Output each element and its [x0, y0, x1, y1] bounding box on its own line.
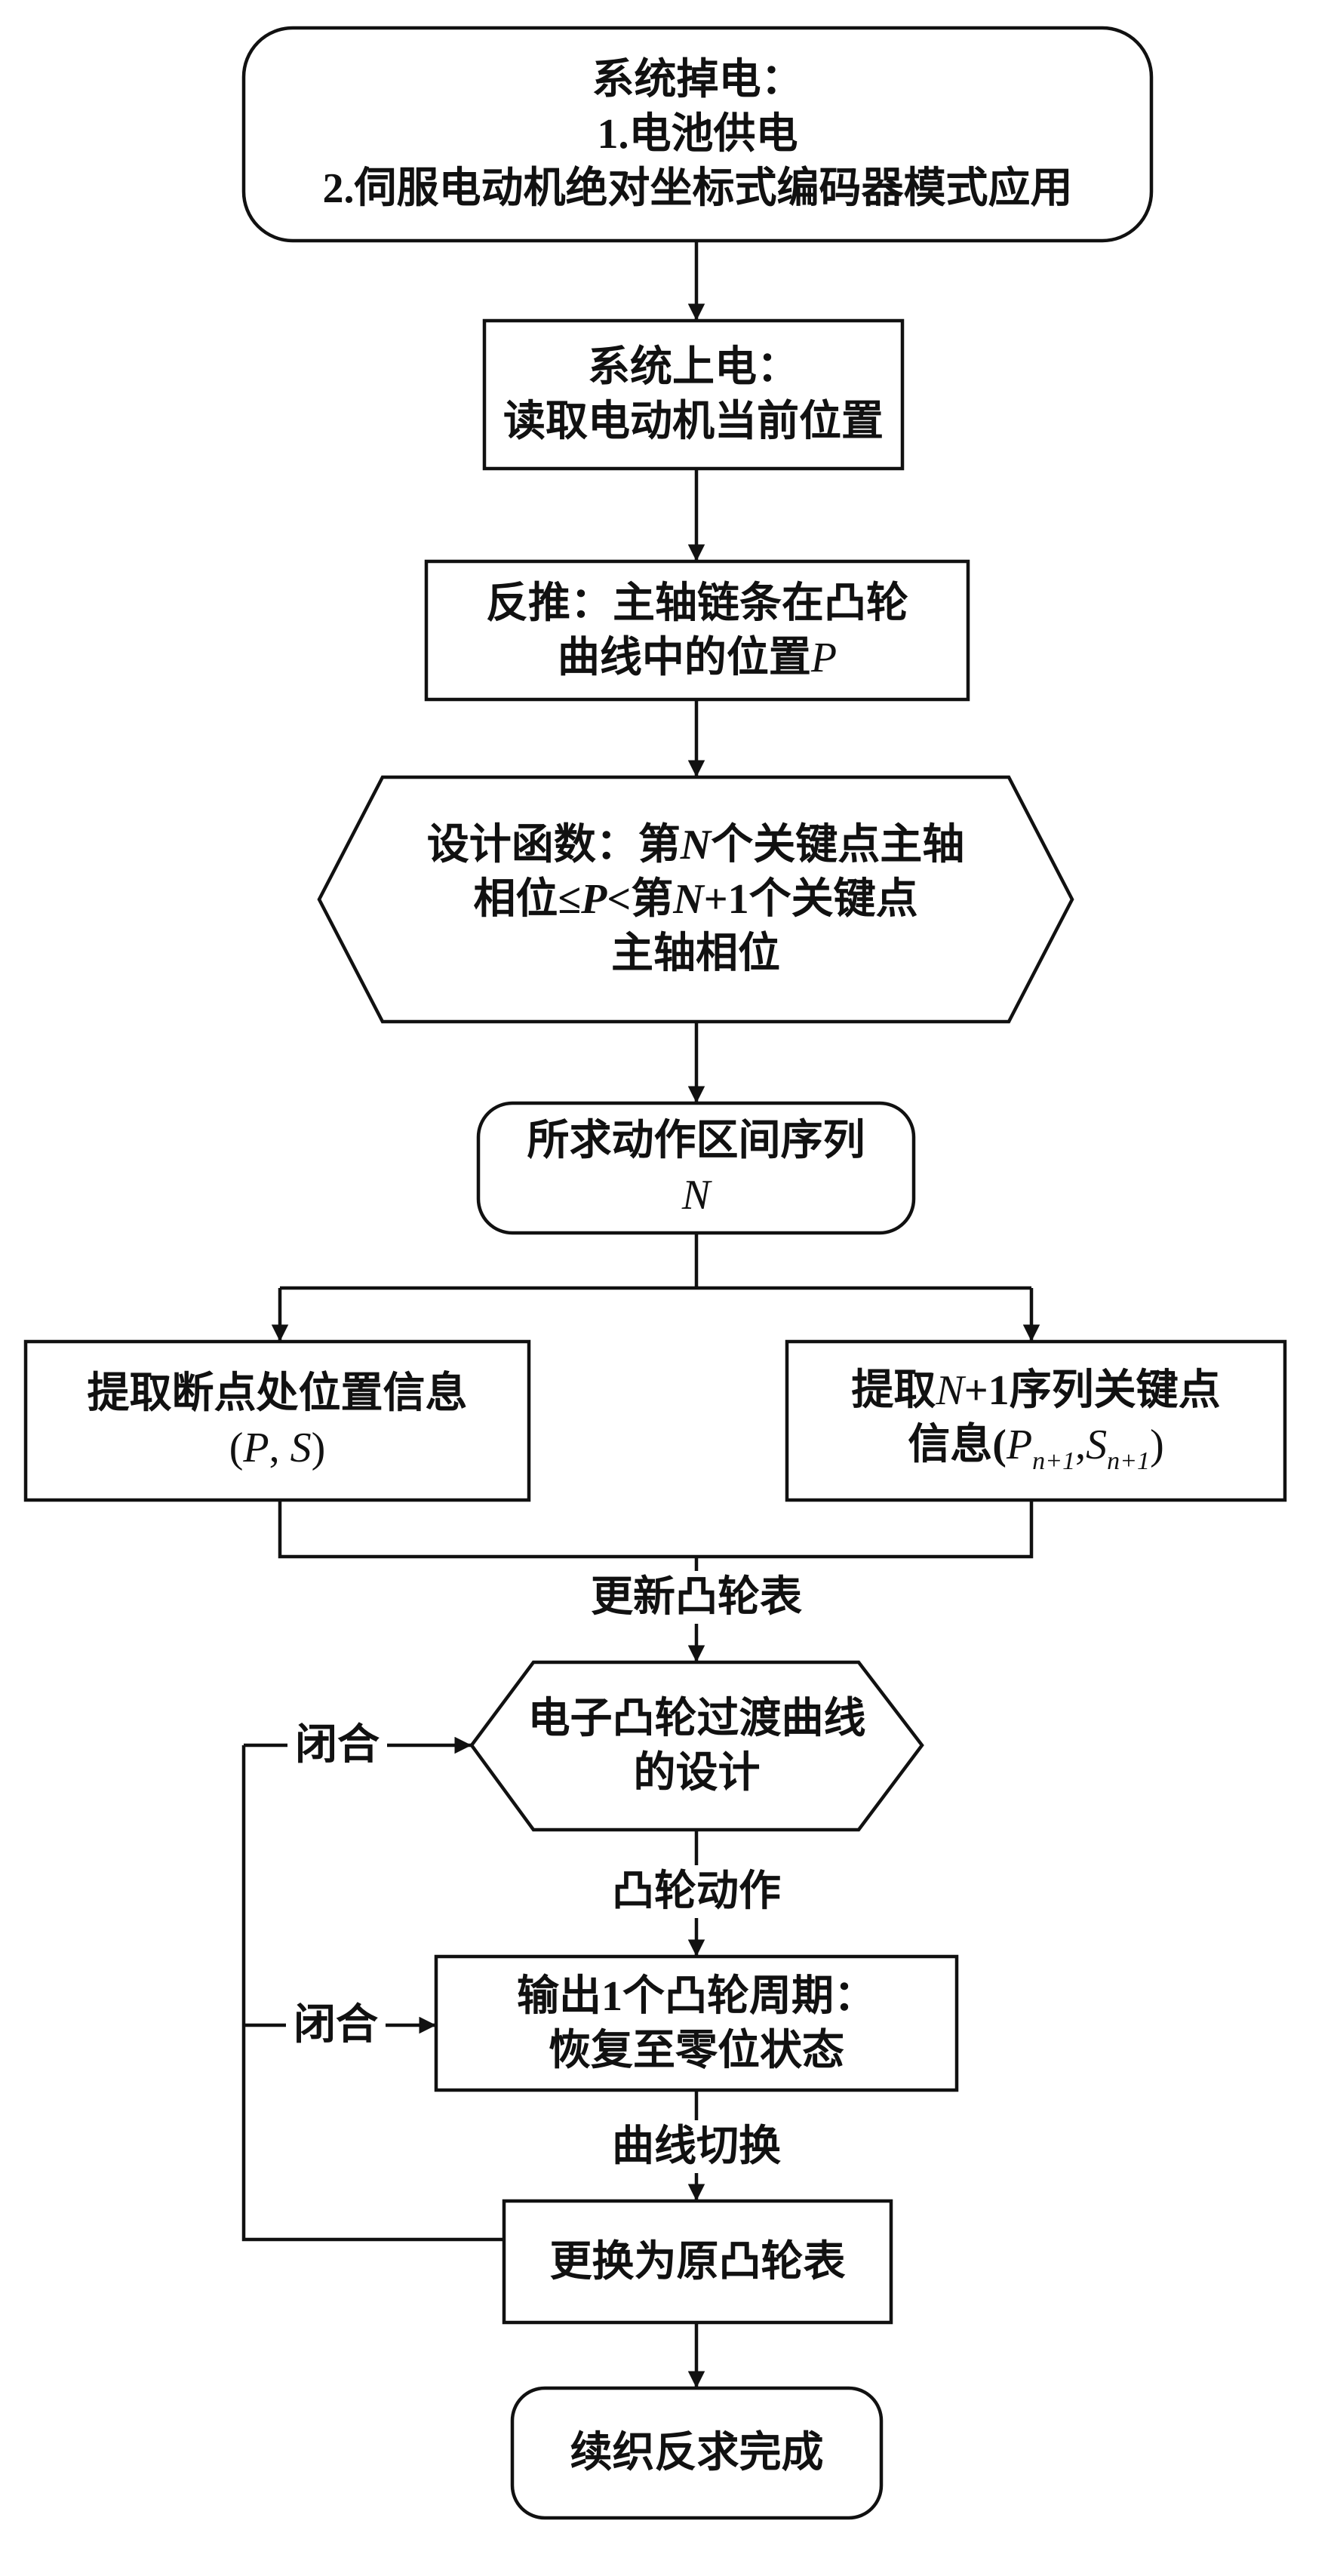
next-keypoint-info-text: 提取 N +1序列关键点 信息( P n+1 , S n+1 ): [787, 1342, 1285, 1500]
node-transition-curve-design: [469, 1660, 924, 1832]
transition-curve-design-line-1: 电子凸轮过渡曲线: [527, 1695, 866, 1742]
edge-label-cam-action: 凸轮动作: [604, 1865, 788, 1918]
paren-close: ): [1150, 1422, 1164, 1468]
design-function-line-2: 相位≤ P <第 N +1个关键点: [473, 872, 917, 927]
separator: ,: [1075, 1422, 1087, 1468]
subscript-n-plus-1: n+1: [1032, 1447, 1076, 1475]
next-keypoint-info-line-1: 提取 N +1序列关键点: [851, 1363, 1220, 1418]
variable-n: N: [680, 822, 712, 868]
variable-n: N: [681, 1172, 711, 1219]
node-breakpoint-info: [23, 1339, 531, 1502]
power-on-description: 读取电动机当前位置: [503, 398, 884, 445]
reverse-calc-line-2: 曲线中的位置 P: [558, 631, 837, 685]
design-function-line-3: 主轴相位: [611, 930, 780, 977]
design-function-text: 设计函数：第 N 个关键点主轴 相位≤ P <第 N +1个关键点 主轴相位: [319, 777, 1072, 1022]
breakpoint-info-line-2: ( P , S ): [229, 1421, 326, 1475]
edge-label-curve-switch: 曲线切换: [604, 2120, 788, 2173]
edge-label-close-2: 闭合: [286, 1999, 386, 2052]
breakpoint-info-text: 提取断点处位置信息 ( P , S ): [26, 1342, 529, 1500]
edge-label-update-cam-table: 更新凸轮表: [583, 1571, 810, 1624]
node-design-function: [317, 775, 1074, 1024]
paren-open: (: [229, 1425, 244, 1471]
paren-close: ): [311, 1425, 326, 1471]
power-on-title: 系统上电：: [588, 344, 799, 391]
power-loss-title: 系统掉电：: [592, 57, 804, 103]
reverse-calc-line-2-text: 曲线中的位置: [557, 634, 811, 681]
design-function-line-1-a: 设计函数：第: [426, 822, 681, 868]
restore-cam-table-label: 更换为原凸轮表: [549, 2238, 846, 2286]
design-function-line-2-b: <第: [607, 876, 674, 923]
variable-n: N: [673, 876, 704, 923]
variable-p: P: [581, 876, 607, 923]
variable-n: N: [936, 1367, 964, 1414]
node-power-on: [482, 318, 905, 471]
variable-s: S: [290, 1425, 312, 1471]
power-loss-text: 系统掉电： 1.电池供电 2.伺服电动机绝对坐标式编码器模式应用: [244, 28, 1151, 241]
action-sequence-line-1: 所求动作区间序列: [527, 1117, 865, 1164]
restore-cam-table-text: 更换为原凸轮表: [504, 2201, 891, 2322]
next-keypoint-info-line-2: 信息( P n+1 , S n+1 ): [908, 1418, 1163, 1478]
design-function-line-1: 设计函数：第 N 个关键点主轴: [427, 818, 964, 872]
node-output-cam-cycle: [434, 1954, 959, 2092]
reverse-calc-line-1: 反推：主轴链条在凸轮: [486, 579, 908, 627]
node-restore-cam-table: [502, 2199, 893, 2325]
node-next-keypoint-info: [785, 1339, 1287, 1502]
variable-s: S: [1086, 1422, 1108, 1468]
output-cam-cycle-text: 输出1个凸轮周期： 恢复至零位状态: [436, 1957, 957, 2090]
power-loss-step-1: 1.电池供电: [597, 111, 798, 158]
feedback-loop-line: [241, 1745, 504, 2242]
subscript-n-plus-1: n+1: [1107, 1447, 1151, 1475]
action-sequence-text: 所求动作区间序列 N: [478, 1103, 914, 1233]
breakpoint-info-line-1: 提取断点处位置信息: [87, 1370, 468, 1417]
complete-label: 续织反求完成: [570, 2430, 824, 2476]
merge-line: [278, 1500, 1034, 1559]
next-keypoint-info-line-2-a: 信息(: [908, 1422, 1007, 1468]
design-function-line-2-c: +1个关键点: [703, 876, 918, 923]
transition-curve-design-line-2: 的设计: [633, 1750, 761, 1797]
complete-text: 续织反求完成: [512, 2388, 881, 2518]
separator: ,: [269, 1425, 290, 1471]
next-keypoint-info-line-1-a: 提取: [851, 1367, 936, 1414]
transition-curve-design-text: 电子凸轮过渡曲线 的设计: [472, 1662, 922, 1830]
power-on-text: 系统上电： 读取电动机当前位置: [484, 321, 902, 469]
variable-p: P: [1006, 1422, 1033, 1468]
output-cam-cycle-line-1: 输出1个凸轮周期：: [517, 1972, 876, 2020]
design-function-line-2-a: 相位≤: [473, 876, 582, 923]
next-keypoint-info-line-1-b: +1序列关键点: [964, 1367, 1221, 1414]
reverse-calc-text: 反推：主轴链条在凸轮 曲线中的位置 P: [426, 561, 968, 699]
power-loss-step-2: 2.伺服电动机绝对坐标式编码器模式应用: [322, 165, 1073, 212]
variable-p: P: [243, 1425, 269, 1471]
edge-label-close-1: 闭合: [287, 1719, 387, 1772]
variable-p: P: [810, 634, 838, 681]
output-cam-cycle-line-2: 恢复至零位状态: [549, 2027, 844, 2074]
design-function-line-1-b: 个关键点主轴: [711, 822, 965, 868]
